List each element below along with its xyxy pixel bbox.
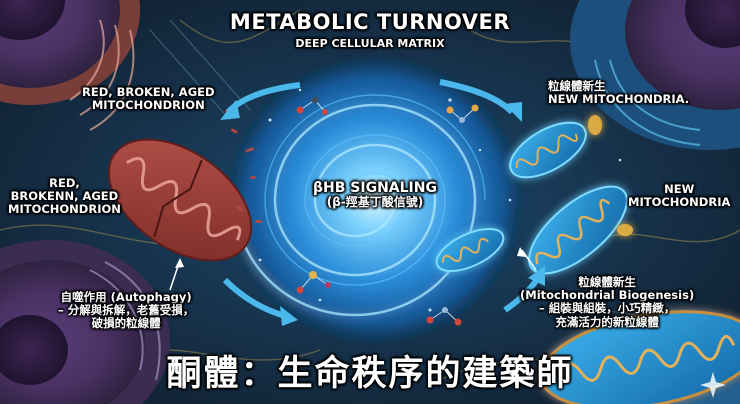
aged-mitochondrion — [107, 138, 253, 262]
new-mitochondria-label-top: 粒線體新生 NEW MITOCHONDRIA. — [548, 79, 690, 107]
aged-mitochondrion-label-top: RED, BROKEN, AGED MITOCHONDRION — [82, 85, 215, 113]
left-bottom-cell — [0, 240, 170, 404]
subtitle: DEEP CELLULAR MATRIX — [295, 37, 445, 50]
right-top-cell — [570, 0, 740, 150]
main-title: METABOLIC TURNOVER — [229, 10, 511, 34]
autophagy-label: 自噬作用 (Autophagy) – 分解與拆解，老舊受損， 破損的粒線體 — [58, 290, 195, 331]
sparkle-icon — [700, 372, 726, 398]
bhb-signaling-label: βHB SIGNALING (β-羥基丁酸信號) — [313, 180, 437, 210]
aged-mitochondrion-label-left: RED, BROKENN, AGED MITOCHONDRION — [8, 176, 121, 217]
biogenesis-label: 粒線體新生 (Mitochondrial Biogenesis) – 組裝與組裝… — [520, 275, 695, 329]
left-top-cell — [0, 0, 140, 131]
bhb-swirl — [225, 55, 525, 345]
new-mitochondria-label-right: NEW MITOCHONDRIA — [628, 182, 731, 210]
footer-title: 酮體：生命秩序的建築師 — [166, 354, 574, 394]
cycle-arrows — [220, 79, 545, 326]
